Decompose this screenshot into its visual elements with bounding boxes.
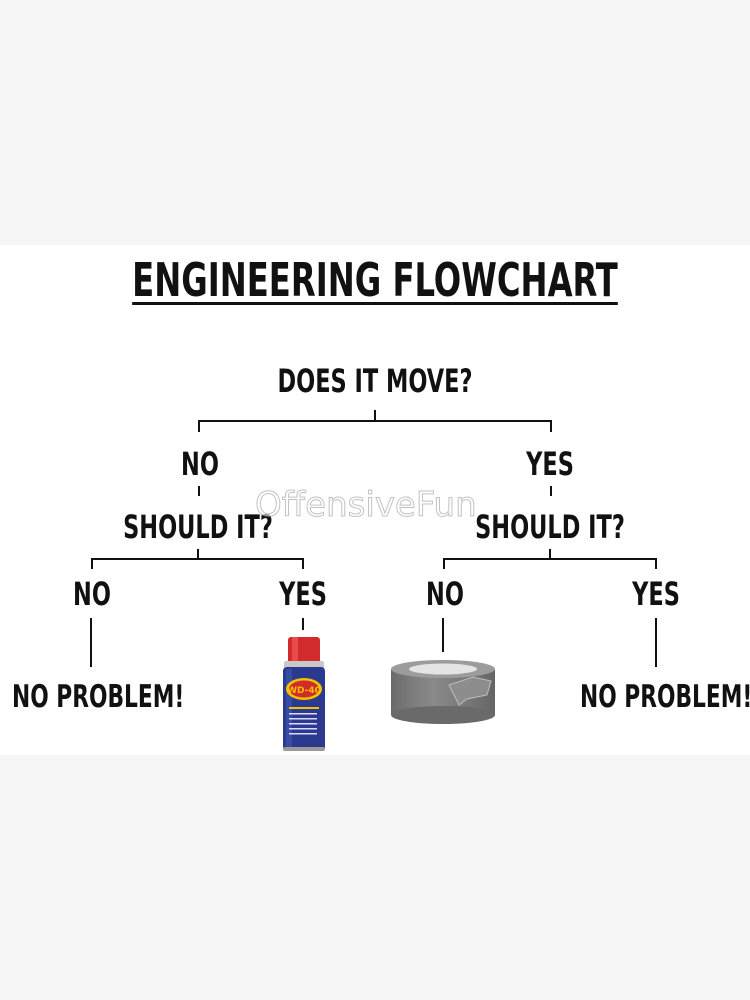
- right-answer-stem: [550, 486, 552, 496]
- right-no-label: NO: [426, 575, 464, 613]
- left-yes-result-line: [302, 618, 304, 630]
- right-yes-result-line: [655, 618, 657, 667]
- root-question: DOES IT MOVE?: [277, 362, 473, 400]
- left-branch-yes-drop: [302, 558, 304, 569]
- right-branch-no-drop: [443, 558, 445, 569]
- left-answer-stem: [198, 486, 200, 496]
- root-branch-left: [198, 420, 200, 432]
- flowchart-poster: ENGINEERING FLOWCHART DOES IT MOVE? NO Y…: [0, 245, 750, 755]
- flowchart-title: ENGINEERING FLOWCHART: [132, 253, 618, 307]
- wd40-label: WD-40: [287, 686, 321, 696]
- left-no-result-text: NO PROBLEM!: [12, 679, 185, 715]
- right-yes-result-text: NO PROBLEM!: [580, 679, 750, 715]
- left-answer-no: NO: [181, 445, 219, 483]
- root-branch-right: [550, 420, 552, 432]
- root-stem: [374, 410, 376, 421]
- right-answer-yes: YES: [526, 445, 574, 483]
- left-branch-no-drop: [91, 558, 93, 569]
- left-question: SHOULD IT?: [123, 508, 273, 546]
- right-question: SHOULD IT?: [475, 508, 625, 546]
- right-no-result-line: [442, 618, 444, 652]
- left-branch-horizontal: [91, 558, 304, 560]
- left-question-stem: [197, 549, 199, 559]
- right-branch-yes-drop: [655, 558, 657, 569]
- wd40-can-icon: WD-40: [283, 637, 325, 751]
- root-branch-horizontal: [198, 420, 552, 422]
- left-no-label: NO: [73, 575, 111, 613]
- watermark-text: OffensiveFun: [255, 485, 478, 526]
- left-no-result-line: [90, 618, 92, 667]
- left-yes-label: YES: [279, 575, 327, 613]
- right-branch-horizontal: [443, 558, 657, 560]
- duct-tape-icon: [391, 660, 495, 724]
- right-question-stem: [549, 549, 551, 559]
- right-yes-label: YES: [632, 575, 680, 613]
